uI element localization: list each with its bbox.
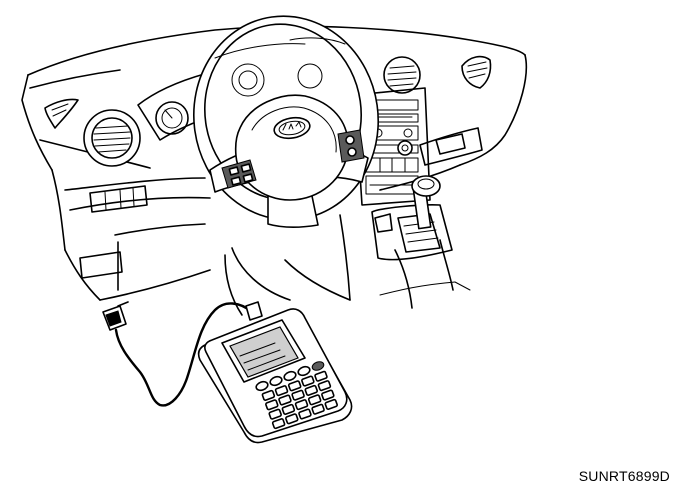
- scan-tool-keypad: [262, 371, 338, 429]
- gear-shifter-icon: [372, 176, 452, 260]
- diagnostic-cable-inner: [116, 303, 252, 405]
- scan-tool-function-keys: [255, 360, 325, 392]
- scan-tool-screen: [230, 327, 298, 377]
- right-spoke-buttons: [338, 130, 364, 162]
- dlc-connector-icon: [103, 302, 128, 330]
- figure-code-label: SUNRT6899D: [578, 468, 670, 484]
- airbag-emblem-icon: [273, 115, 312, 141]
- dashboard-icon: [22, 26, 526, 315]
- left-spoke-buttons: [222, 160, 256, 188]
- steering-wheel-icon: [181, 4, 392, 232]
- air-vent-icon: [45, 99, 140, 166]
- diagnostic-scan-tool-icon: [199, 302, 352, 443]
